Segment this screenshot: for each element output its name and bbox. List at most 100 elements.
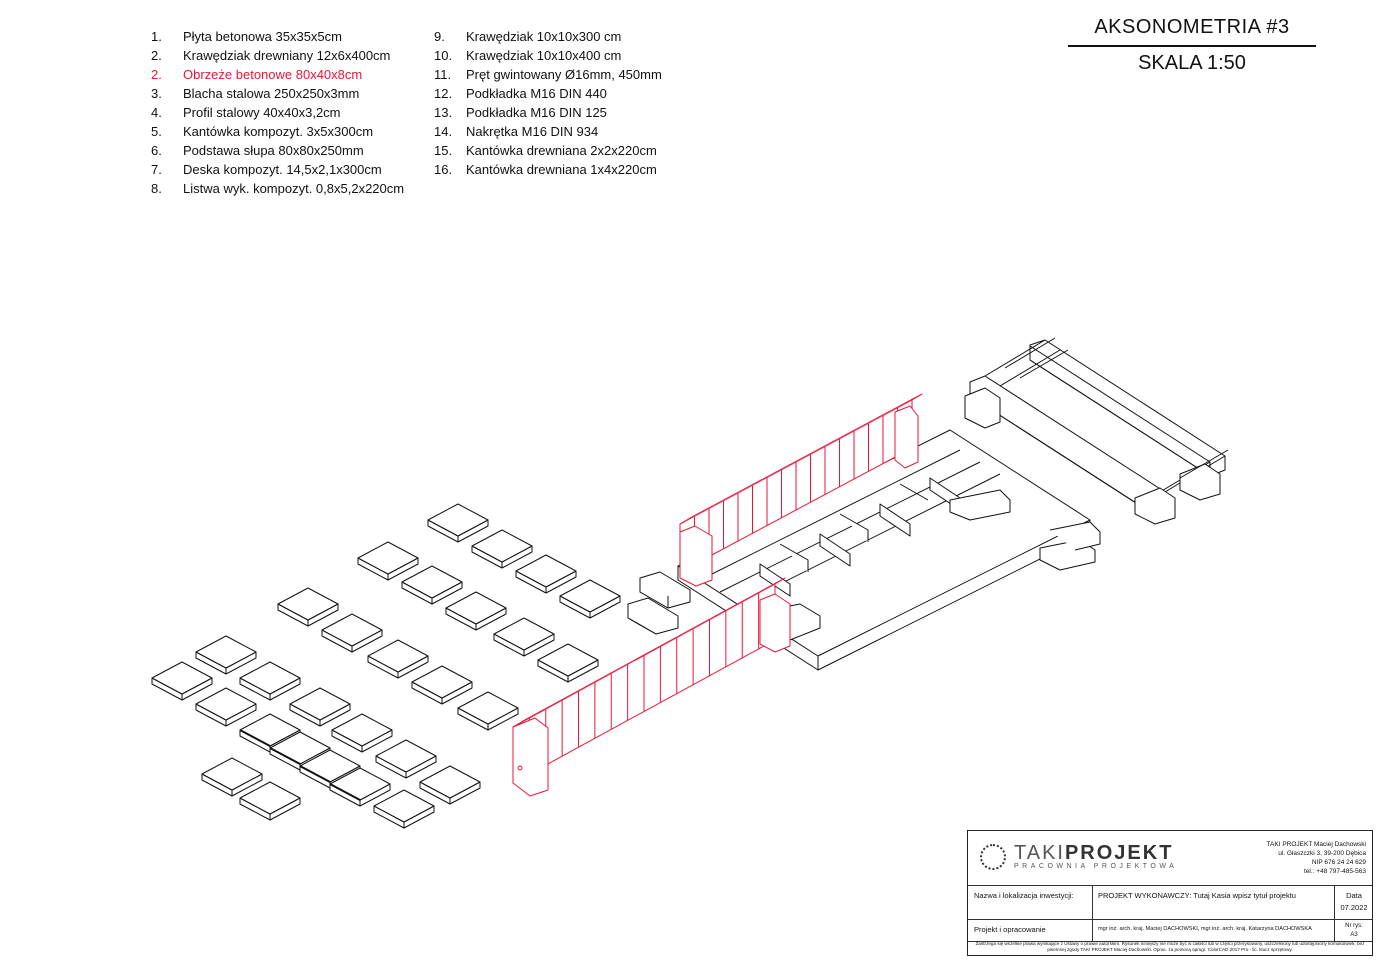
concrete-slab: [299, 749, 361, 789]
legend-number: 3.: [151, 86, 162, 101]
bolt-hole-icon: [517, 765, 523, 771]
slab-top: [357, 541, 419, 575]
brand-name: TAKIPROJEKT: [1014, 842, 1174, 864]
legend-item: 7.Deska kompozyt. 14,5x2,1x300cm: [151, 160, 404, 179]
legend-text: Krawędziak drewniany 12x6x400cm: [183, 48, 391, 63]
slab-joint: [299, 765, 331, 783]
concrete-slabs-group: [151, 503, 621, 829]
concrete-slab: [201, 757, 263, 797]
slab-top: [195, 687, 257, 721]
legend-text: Podkładka M16 DIN 440: [466, 86, 607, 101]
stamp-divider: [1334, 885, 1335, 941]
slab-top: [471, 529, 533, 563]
slab-top: [401, 565, 463, 599]
legend-text: Blacha stalowa 250x250x3mm: [183, 86, 360, 101]
legend-text: Kantówka drewniana 1x4x220cm: [466, 162, 657, 177]
concrete-slab: [471, 529, 533, 569]
concrete-slab: [401, 565, 463, 605]
legend-number: 2.: [151, 67, 162, 82]
brand-subtitle: PRACOWNIA PROJEKTOWA: [1014, 863, 1178, 870]
concrete-slab: [445, 591, 507, 631]
wall-end-cap: [512, 717, 549, 797]
concrete-slab: [329, 767, 391, 807]
legend-item: 6.Podstawa słupa 80x80x250mm: [151, 141, 404, 160]
legend-item: 11. Pręt gwintowany Ø16mm, 450mm: [434, 65, 662, 84]
legend-item: 2.Obrzeże betonowe 80x40x8cm: [151, 65, 404, 84]
concrete-slab: [151, 661, 213, 701]
wall-top: [679, 393, 923, 525]
company-logo: TAKIPROJEKT PRACOWNIA PROJEKTOWA: [980, 843, 1177, 870]
slab-top: [367, 639, 429, 673]
authors-label: Projekt i opracowanie: [974, 925, 1046, 934]
legend-text: Krawędziak 10x10x400 cm: [466, 48, 622, 63]
legend-text: Profil stalowy 40x40x3,2cm: [183, 105, 341, 120]
edging-end-caps: [512, 405, 919, 797]
concrete-slab: [289, 687, 351, 727]
concrete-slab: [537, 643, 599, 683]
slab-top: [445, 591, 507, 625]
legend-text: Podkładka M16 DIN 125: [466, 105, 607, 120]
slab-top: [375, 739, 437, 773]
view-title-block: AKSONOMETRIA #3 SKALA 1:50: [1068, 16, 1316, 75]
concrete-slab: [357, 541, 419, 581]
date-value: 07.2022: [1340, 903, 1368, 912]
concrete-slab: [331, 713, 393, 753]
legend-item: 16.Kantówka drewniana 1x4x220cm: [434, 160, 662, 179]
concrete-slab: [277, 587, 339, 627]
legend-text: Pręt gwintowany Ø16mm, 450mm: [466, 67, 662, 82]
concrete-slab: [515, 554, 577, 594]
legend-number: 15.: [434, 143, 453, 158]
legend-item: 5. Kantówka kompozyt. 3x5x300cm: [151, 122, 404, 141]
legend-number: 13.: [434, 105, 453, 120]
legend-text: Nakrętka M16 DIN 934: [466, 124, 599, 139]
slab-joint: [329, 783, 361, 801]
slab-top: [457, 691, 519, 725]
legend-item: 3. Blacha stalowa 250x250x3mm: [151, 84, 404, 103]
concrete-slab: [373, 789, 435, 829]
slab-top: [321, 613, 383, 647]
legend-text: Krawędziak 10x10x300 cm: [466, 29, 622, 44]
slab-top: [559, 579, 621, 613]
legend-item: 1.Płyta betonowa 35x35x5cm: [151, 27, 404, 46]
project-title: PROJEKT WYKONAWCZY: Tutaj Kasia wpisz ty…: [1098, 891, 1296, 900]
slab-joint: [239, 729, 271, 747]
legend-text: Kantówka drewniana 2x2x220cm: [466, 143, 657, 158]
title-divider: [1068, 45, 1316, 47]
view-title: AKSONOMETRIA #3: [1094, 16, 1290, 38]
slab-top: [411, 665, 473, 699]
legend-item: 15. Kantówka drewniana 2x2x220cm: [434, 141, 662, 160]
concrete-slab: [195, 687, 257, 727]
authors-value: mgr inż. arch. kraj. Maciej DACHOWSKI, m…: [1098, 926, 1312, 932]
legend-text: Deska kompozyt. 14,5x2,1x300cm: [183, 162, 382, 177]
concrete-edging-walls: [512, 393, 923, 797]
legend-number: 11.: [434, 67, 452, 82]
legend-text: Kantówka kompozyt. 3x5x300cm: [183, 124, 374, 139]
concrete-slab: [457, 691, 519, 731]
title-stamp: TAKIPROJEKT PRACOWNIA PROJEKTOWA TAKI PR…: [967, 830, 1373, 956]
legend-number: 12.: [434, 86, 453, 101]
slab-top: [239, 661, 301, 695]
legend-item: 4.Profil stalowy 40x40x3,2cm: [151, 103, 404, 122]
date-label: Data: [1346, 891, 1362, 900]
legend-number: 5.: [151, 124, 162, 139]
concrete-slab: [239, 661, 301, 701]
right-frame: [964, 337, 1229, 525]
stamp-divider: [968, 941, 1372, 942]
concrete-slab: [367, 639, 429, 679]
wall-end-cap: [894, 405, 919, 469]
legend-number: 14.: [434, 124, 453, 139]
concrete-slab: [493, 617, 555, 657]
concrete-slab: [419, 765, 481, 805]
slab-top: [239, 781, 301, 815]
slab-top: [373, 789, 435, 823]
concrete-slab: [239, 781, 301, 821]
stamp-divider: [968, 919, 1372, 920]
wall-top: [512, 577, 786, 728]
legend-text: Podstawa słupa 80x80x250mm: [183, 143, 364, 158]
logo-circle-icon: [980, 843, 1006, 870]
slab-top: [419, 765, 481, 799]
materials-legend-left: 1.Płyta betonowa 35x35x5cm 2. Krawędziak d…: [151, 27, 404, 198]
legend-number: 2.: [151, 48, 162, 63]
sheet-value: A3: [1350, 932, 1358, 938]
